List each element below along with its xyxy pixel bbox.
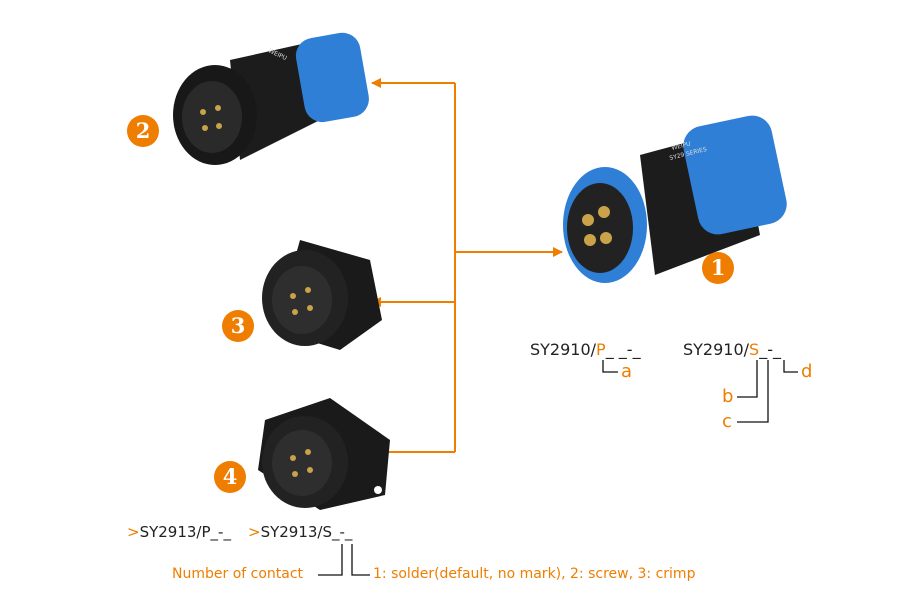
- badge-4: 4: [214, 461, 246, 493]
- socket-code-suffix: _-_: [759, 340, 781, 359]
- badge-3: 3: [222, 310, 254, 342]
- socket-code-letter: S: [749, 340, 760, 359]
- plug-code-prefix: SY2910/: [530, 340, 597, 359]
- marker: >: [127, 523, 140, 541]
- connector-3-image: [262, 240, 382, 350]
- label-termination: 1: solder(default, no mark), 2: screw, 3…: [373, 566, 696, 582]
- plug-code-suffix: _ _-_: [605, 340, 641, 359]
- marker: >: [248, 523, 261, 541]
- label-d: d: [801, 361, 813, 382]
- connector-1-image: WEIPU SY29 SERIES: [563, 115, 787, 283]
- bottom-code-1: >SY2913/P_-_: [127, 525, 231, 540]
- connector-2-image: WEIPU: [173, 32, 369, 165]
- bottom-code-1-text: SY2913/P_-_: [139, 523, 231, 541]
- arrow-connectors: [371, 78, 563, 457]
- label-c: c: [722, 411, 732, 432]
- badge-1: 1: [702, 252, 734, 284]
- socket-code: SY2910/S_-_: [683, 342, 781, 358]
- plug-code-letter: P: [596, 340, 606, 359]
- connector-4-image: [258, 398, 390, 510]
- code-leader-lines: [318, 360, 798, 576]
- plug-code: SY2910/P_ _-_: [530, 342, 641, 358]
- label-b: b: [722, 386, 734, 407]
- bottom-code-2: >SY2913/S_-_: [248, 525, 352, 540]
- label-a: a: [621, 361, 633, 382]
- socket-code-prefix: SY2910/: [683, 340, 750, 359]
- connector-1-brand: WEIPU: [671, 140, 692, 152]
- bottom-code-2-text: SY2913/S_-_: [260, 523, 353, 541]
- badge-2: 2: [127, 115, 159, 147]
- label-number-of-contact: Number of contact: [172, 566, 304, 582]
